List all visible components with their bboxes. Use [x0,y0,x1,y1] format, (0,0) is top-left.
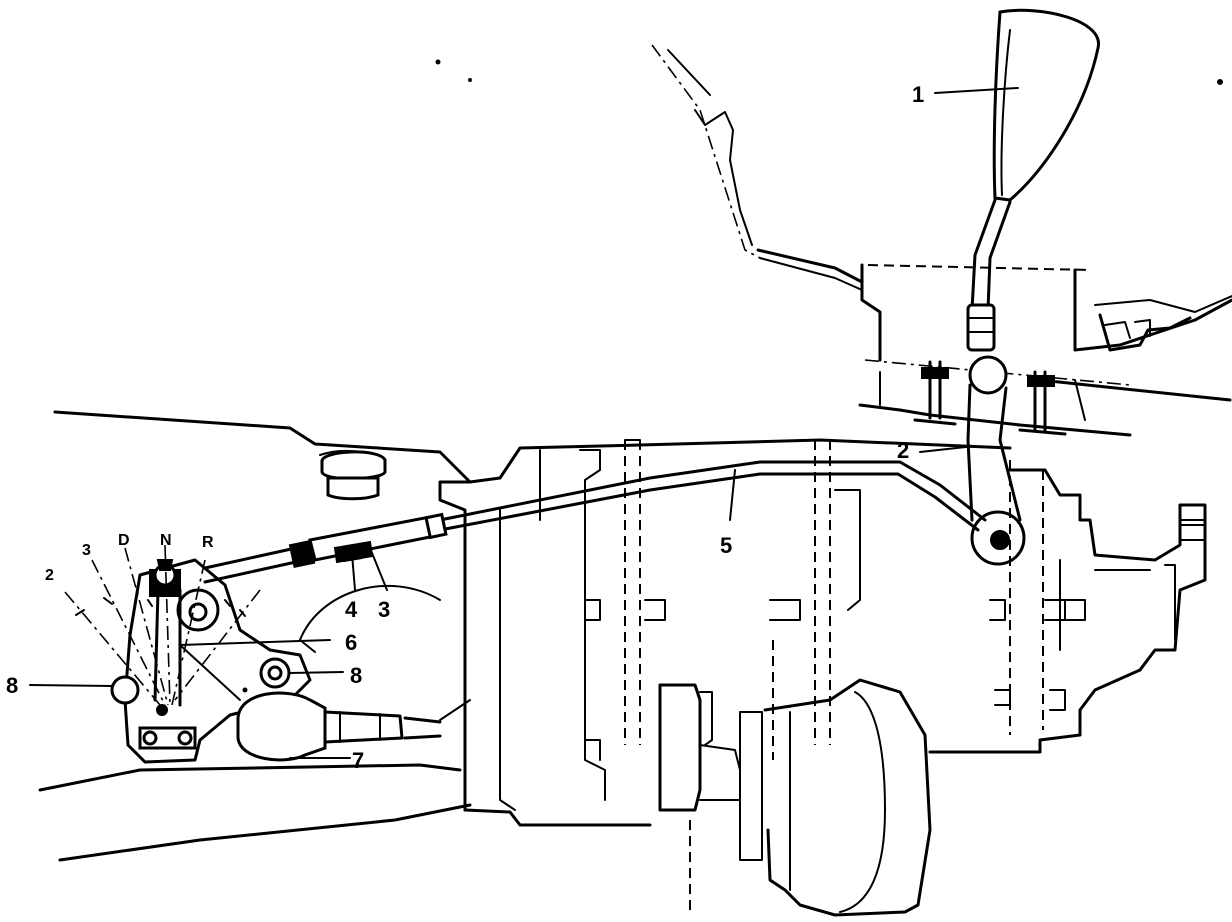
shift-lever-shaft [966,198,1012,352]
callout-8-left: 8 [6,673,18,698]
callout-2-lever: 2 [897,438,909,463]
position-2: 2 [45,567,54,584]
position-3: 3 [82,542,91,559]
position-d: D [118,532,130,549]
callout-7-cable: 7 [352,748,364,773]
cable-assembly [236,691,471,762]
shift-lever-lower-arm [966,355,1026,566]
position-n: N [160,532,172,549]
callout-1: 1 [912,82,924,107]
shift-knob [992,8,1100,202]
position-r: R [202,534,214,551]
filler-cap [320,450,387,501]
selector-plate [110,558,312,764]
shift-rod [203,460,987,584]
transmission-case [38,410,1207,862]
rear-flange [658,640,932,917]
callout-4-locknut: 4 [345,597,358,622]
floor-mount-bolts [913,360,1067,436]
position-lines [64,544,261,706]
callout-8-right: 8 [350,663,362,688]
callout-labels: 1 2 5 4 3 6 8 8 7 [6,82,924,773]
callout-5-rod: 5 [720,533,732,558]
leader-lines [29,87,1019,759]
scan-specks [242,59,1223,693]
callout-3-adjuster: 3 [378,597,390,622]
shift-position-labels: 2 3 D N R [45,532,214,584]
converter-housing-outline [299,585,441,653]
callout-6-arm: 6 [345,630,357,655]
position-tick-marks [75,597,246,617]
